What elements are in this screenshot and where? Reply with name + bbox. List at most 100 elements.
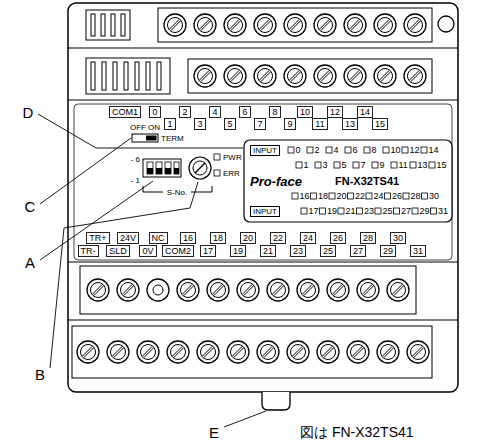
led-number: 26 <box>392 191 402 201</box>
led-indicator <box>383 147 389 153</box>
terminal-screw <box>317 341 339 363</box>
terminal-label: 2 <box>179 106 190 118</box>
dip-label: - 1 <box>131 176 140 185</box>
dip-knob <box>165 168 171 174</box>
led-panel <box>244 140 452 222</box>
led-indicator <box>307 147 313 153</box>
vent-slot <box>111 14 115 36</box>
led-indicator <box>372 162 378 168</box>
mounting-hole <box>438 16 454 32</box>
terminal-label: 15 <box>372 118 388 130</box>
led-number: 9 <box>380 160 385 170</box>
empty-terminal <box>147 279 169 301</box>
vent-slot <box>113 62 117 90</box>
terminal-screw <box>287 341 309 363</box>
terminal-label: 21 <box>260 245 276 257</box>
switch-label: ON <box>148 123 160 132</box>
led-number: 19 <box>327 206 337 216</box>
terminal-screw <box>267 279 289 301</box>
tier-line <box>68 320 458 321</box>
terminal-label: 22 <box>270 232 286 244</box>
led-indicator <box>421 147 427 153</box>
terminal-label: 5 <box>224 118 235 130</box>
terminal-screw <box>197 341 219 363</box>
terminal-label: 14 <box>357 106 373 118</box>
terminal-screw <box>327 279 349 301</box>
led-indicator <box>326 147 332 153</box>
terminal-label: 17 <box>200 245 216 257</box>
terminal-label: TR+ <box>86 232 109 244</box>
terminal-screw <box>194 14 216 36</box>
led-number: 7 <box>361 160 366 170</box>
led-number: 8 <box>372 145 377 155</box>
leader-lines <box>38 114 266 427</box>
terminal-label: 6 <box>239 106 250 118</box>
terminal-label: 24V <box>117 232 139 244</box>
leader-line <box>224 411 266 427</box>
led-label: PWR <box>223 153 242 162</box>
led-indicator <box>296 162 302 168</box>
terminal-label: 26 <box>330 232 346 244</box>
terminal-screw <box>87 279 109 301</box>
led-number: 10 <box>391 145 401 155</box>
terminal-label: 0 <box>149 106 160 118</box>
vent <box>86 58 170 94</box>
terminal-label: 9 <box>284 118 295 130</box>
led-number: 16 <box>300 191 310 201</box>
led-number: 23 <box>364 206 374 216</box>
terminal-label: COM2 <box>162 245 194 257</box>
terminal-screw <box>297 279 319 301</box>
led-number: 11 <box>399 160 408 170</box>
terminal-screw <box>237 279 259 301</box>
terminal-screw <box>137 341 159 363</box>
terminal-label: 30 <box>390 232 406 244</box>
dip-knob <box>147 168 153 174</box>
led-number: 17 <box>309 206 319 216</box>
led-number: 12 <box>410 145 420 155</box>
led-indicator <box>320 208 326 214</box>
terminal-screw <box>207 279 229 301</box>
led-number: 25 <box>383 206 393 216</box>
terminal-label: 29 <box>380 245 396 257</box>
terminal-screw <box>347 341 369 363</box>
led-indicator <box>357 208 363 214</box>
terminal-label: 10 <box>297 106 313 118</box>
led-indicator <box>412 208 418 214</box>
status-led <box>214 170 220 176</box>
dip-label: - 6 <box>131 155 140 164</box>
terminal-screw <box>254 14 276 36</box>
tier-line <box>68 262 458 263</box>
terminal-label: 19 <box>230 245 246 257</box>
led-indicator <box>375 208 381 214</box>
housing <box>68 3 458 392</box>
led-number: 30 <box>429 191 439 201</box>
figure-caption: 図は FN-X32TS41 <box>300 424 414 440</box>
terminal-screw <box>257 341 279 363</box>
terminal-screw <box>314 65 336 87</box>
dip-lever <box>165 162 171 174</box>
terminal-block <box>80 266 416 314</box>
terminal-screw <box>177 279 199 301</box>
leader-line <box>50 182 198 368</box>
callout-letter: B <box>35 366 45 383</box>
led-number: 18 <box>318 191 328 201</box>
input-label: INPUT <box>253 146 277 155</box>
vent <box>86 10 170 94</box>
led-indicator <box>345 147 351 153</box>
switch-slider <box>146 136 157 141</box>
led-number: 29 <box>420 206 430 216</box>
leader-line <box>38 114 243 148</box>
dip-lever <box>174 162 179 174</box>
vent-slot <box>157 62 161 90</box>
led-number: 24 <box>374 191 384 201</box>
terminal-screw <box>344 65 366 87</box>
terminal-label: 18 <box>210 232 226 244</box>
led-number: 6 <box>353 145 358 155</box>
switch-label: TERM <box>161 134 184 143</box>
terminal-screw <box>377 341 399 363</box>
leader-line <box>40 138 131 204</box>
led-number: 4 <box>334 145 339 155</box>
station-label: S-No. <box>167 188 187 197</box>
input-box: INPUT <box>250 145 280 156</box>
terminal-label: 4 <box>209 106 220 118</box>
